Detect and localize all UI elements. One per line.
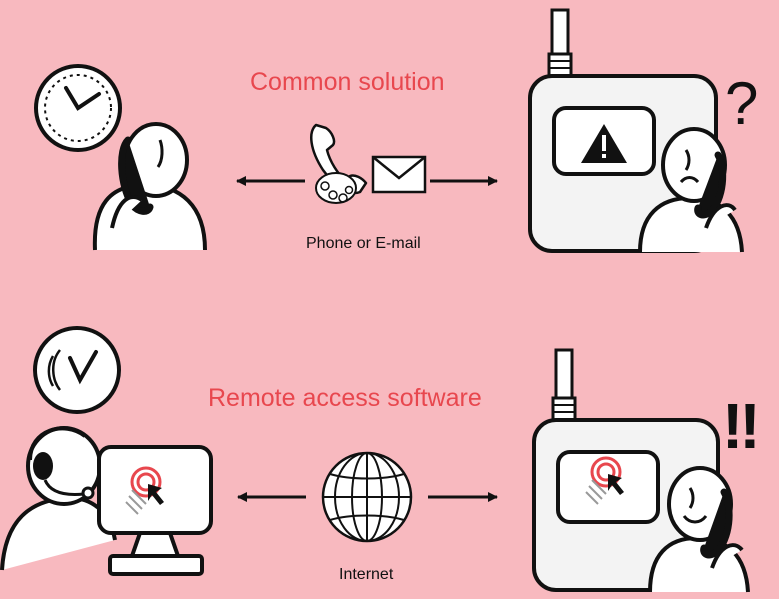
user-person-worried: [638, 127, 744, 253]
internet-label: Internet: [339, 566, 394, 583]
support-person-with-headset: [0, 426, 117, 571]
clock-icon: [34, 64, 122, 152]
warning-icon: [581, 124, 627, 163]
headset-icon: [28, 426, 95, 500]
exclamation-marks: !!: [722, 390, 761, 462]
cursor-target-icon: [585, 456, 624, 505]
question-mark: ?: [725, 70, 759, 137]
user-person-happy: [648, 466, 750, 593]
phone-icon: [310, 123, 368, 204]
cursor-target-icon: [125, 466, 164, 515]
common-section: [34, 8, 744, 253]
clock-icon: [33, 326, 121, 414]
globe-icon: [321, 451, 413, 543]
monitor-icon: [97, 445, 213, 576]
remote-access-heading: Remote access software: [208, 384, 482, 412]
support-person-with-phone: [92, 122, 207, 251]
phone-or-email-label: Phone or E-mail: [306, 235, 421, 252]
remote-section: [0, 326, 750, 593]
envelope-icon: [371, 155, 427, 194]
common-solution-heading: Common solution: [250, 68, 445, 96]
